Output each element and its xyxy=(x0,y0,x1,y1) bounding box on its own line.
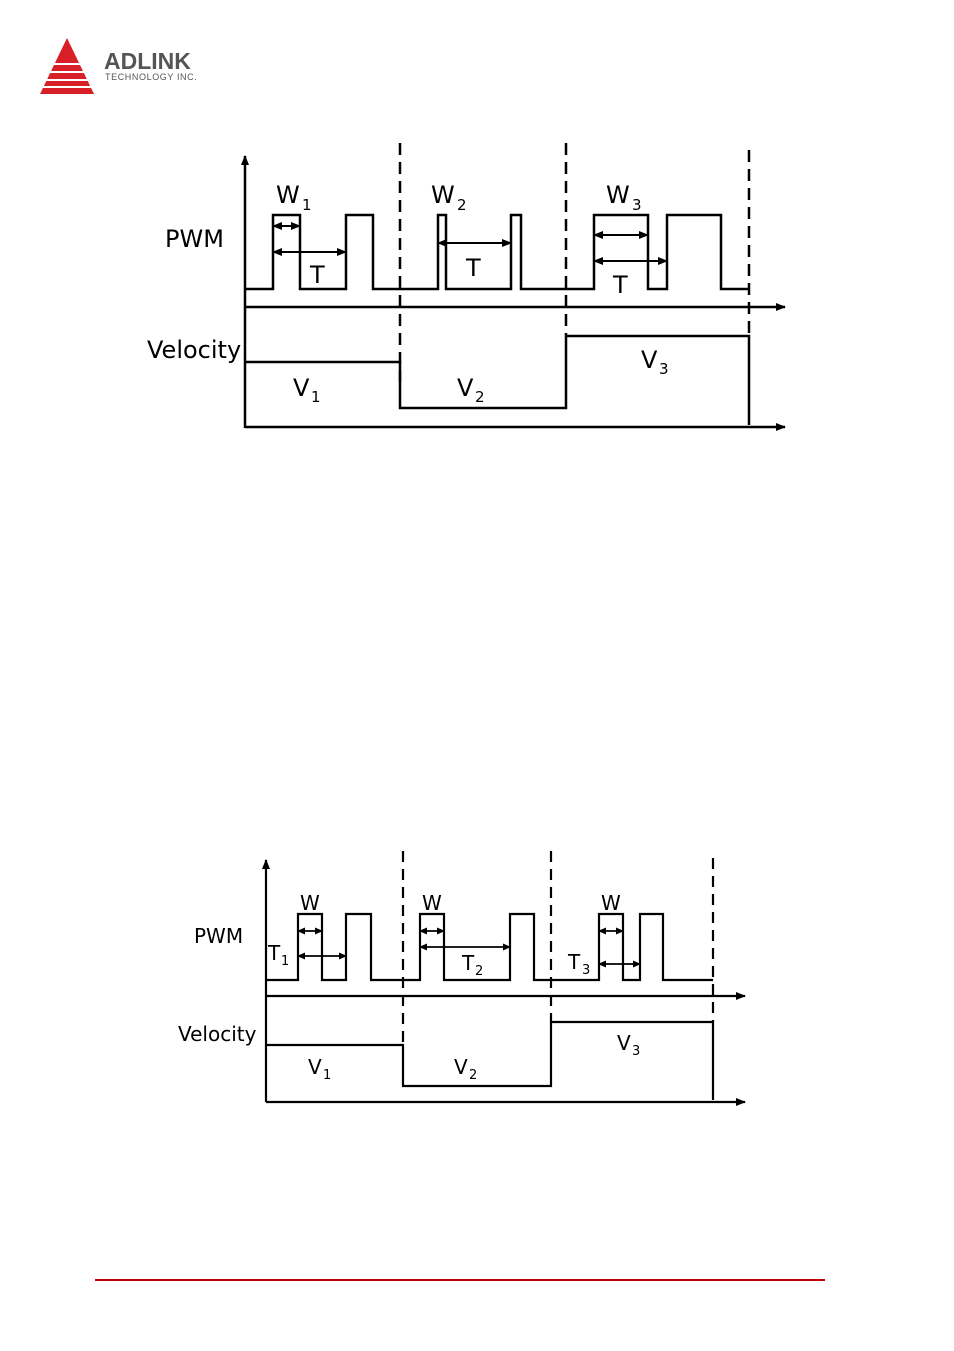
w2-label: W xyxy=(431,181,455,209)
t1-label: T xyxy=(267,941,281,965)
t2-label: T xyxy=(461,951,475,975)
t2-label: T xyxy=(465,254,481,282)
w3-label: W xyxy=(606,181,630,209)
v2-label: V xyxy=(454,1055,468,1079)
t1-subscript: 1 xyxy=(281,954,289,969)
velocity-label: Velocity xyxy=(178,1022,257,1046)
v3-subscript: 3 xyxy=(632,1044,640,1059)
w2-label: W xyxy=(422,891,442,915)
v3-label: V xyxy=(641,346,658,374)
v1-label: V xyxy=(308,1055,322,1079)
velocity-profile xyxy=(245,336,749,425)
w2-subscript: 2 xyxy=(457,196,467,214)
v1-label: V xyxy=(293,374,310,402)
v2-subscript: 2 xyxy=(475,388,485,406)
t3-label: T xyxy=(612,271,628,299)
t2-subscript: 2 xyxy=(475,964,483,979)
v2-subscript: 2 xyxy=(469,1068,477,1083)
t3-subscript: 3 xyxy=(582,963,590,978)
w1-label: W xyxy=(300,891,320,915)
v3-label: V xyxy=(617,1031,631,1055)
w3-label: W xyxy=(601,891,621,915)
pwm-waveform xyxy=(266,914,713,980)
velocity-profile xyxy=(266,1022,713,1100)
pwm-label: PWM xyxy=(194,924,243,948)
pwm-label: PWM xyxy=(165,225,224,253)
v1-subscript: 1 xyxy=(323,1068,331,1083)
v2-label: V xyxy=(457,374,474,402)
footer-rule xyxy=(95,1279,825,1281)
w3-subscript: 3 xyxy=(632,196,642,214)
t3-label: T xyxy=(567,950,581,974)
velocity-label: Velocity xyxy=(147,336,241,364)
w1-label: W xyxy=(276,181,300,209)
v3-subscript: 3 xyxy=(659,360,669,378)
v1-subscript: 1 xyxy=(311,388,321,406)
t1-label: T xyxy=(309,261,325,289)
pwm-velocity-diagram-1: PWM Velocity W 1 W 2 W 3 T T T V 1 V 2 V… xyxy=(0,0,954,460)
w1-subscript: 1 xyxy=(302,196,312,214)
